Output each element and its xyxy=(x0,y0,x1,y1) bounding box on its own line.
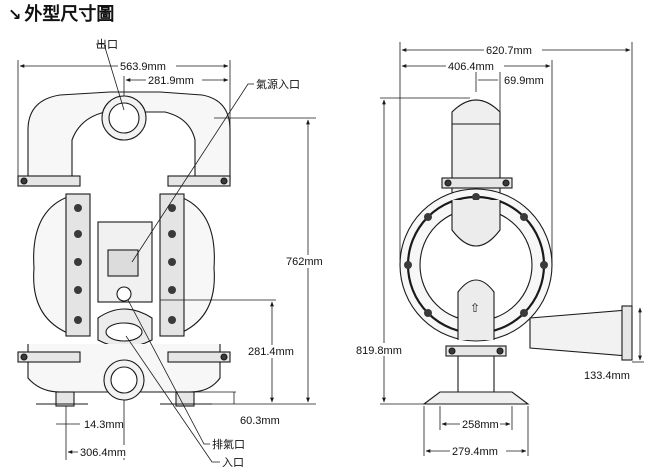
dim-body-depth: 406.4mm xyxy=(448,61,494,73)
side-muffler xyxy=(529,309,629,357)
right-top-flange xyxy=(167,175,231,187)
right-bottom-flange xyxy=(167,351,231,363)
dim-muffler-height: 133.4mm xyxy=(584,370,630,382)
left-top-flange xyxy=(17,175,81,187)
label-inlet: 入口 xyxy=(222,456,244,469)
dim-foot-height: 60.3mm xyxy=(240,415,280,427)
dim-outlet-offset: 69.9mm xyxy=(504,75,544,87)
label-outlet: 出口 xyxy=(96,37,118,51)
left-foot xyxy=(55,391,75,407)
dim-height: 762mm xyxy=(286,256,323,268)
side-base xyxy=(422,391,530,405)
dim-overall-depth: 620.7mm xyxy=(486,45,532,57)
right-foot xyxy=(175,391,195,407)
dim-overall-width: 563.9mm xyxy=(120,61,166,73)
leader-exhaust xyxy=(127,299,210,445)
title-text: 外型尺寸圖 xyxy=(24,4,115,25)
page-title: ↘外型尺寸圖 xyxy=(8,2,114,28)
dim-foot-offset: 14.3mm xyxy=(84,419,124,431)
left-bottom-flange xyxy=(17,351,81,363)
dim-inner-base: 258mm xyxy=(462,419,499,431)
front-dimension-labels: 563.9mm 281.9mm 出口 氣源入口 762mm 281.4mm 60… xyxy=(78,37,334,469)
side-inlet-pipe xyxy=(457,356,495,392)
svg-text:⇧: ⇧ xyxy=(470,301,480,315)
dim-total-height: 819.8mm xyxy=(356,345,402,357)
air-valve xyxy=(116,286,132,302)
front-view-drawing xyxy=(17,91,231,407)
clamp-bolts xyxy=(74,204,176,324)
side-view-drawing: ⇧ xyxy=(399,99,633,405)
leader-air-inlet xyxy=(131,83,254,263)
label-exhaust: 排氣口 xyxy=(212,437,245,451)
dim-outer-base: 279.4mm xyxy=(452,446,498,458)
side-dimension-labels: 620.7mm 406.4mm 69.9mm 819.8mm 133.4mm 2… xyxy=(352,43,640,458)
arrow-icon: ↘ xyxy=(8,5,22,24)
leader-inlet xyxy=(125,335,220,463)
dim-half-width: 281.9mm xyxy=(148,75,194,87)
label-air-inlet: 氣源入口 xyxy=(256,77,300,91)
dim-inlet-height: 281.4mm xyxy=(248,346,294,358)
dim-base-width: 306.4mm xyxy=(80,447,126,459)
leader-outlet xyxy=(96,43,125,111)
